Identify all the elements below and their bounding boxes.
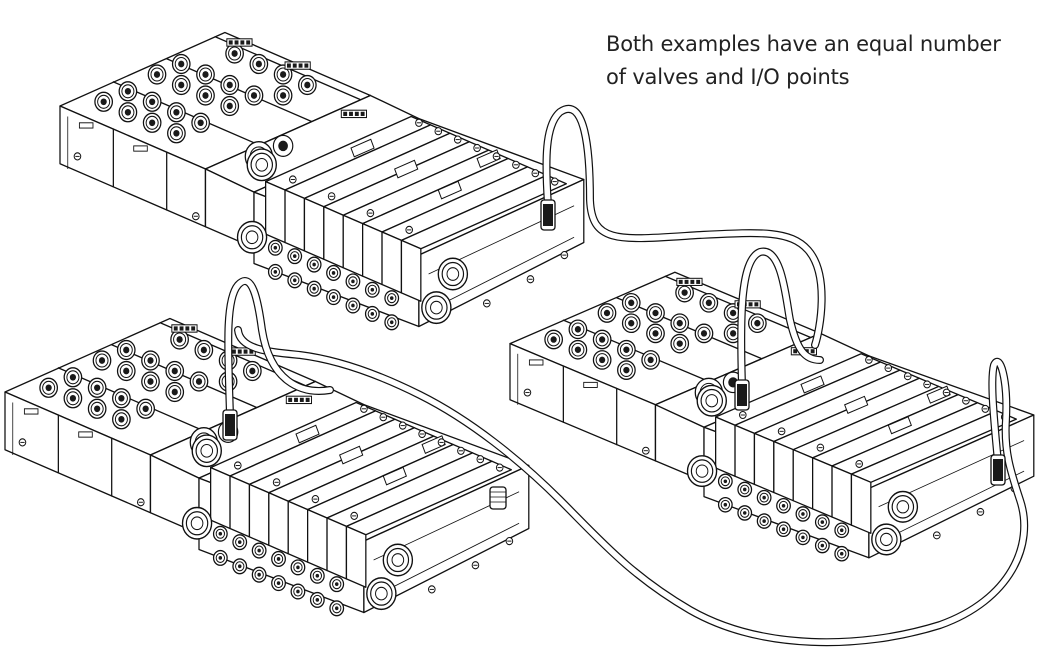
caption-line-2: of valves and I/O points <box>606 65 850 89</box>
valve-manifold-bottom-left <box>5 319 529 616</box>
loop-cable-right <box>734 247 824 411</box>
daisy-chain-cable-right-to-left <box>234 326 1029 647</box>
valve-manifold-bottom-right <box>510 272 1034 561</box>
caption-line-1: Both examples have an equal number <box>606 32 1001 56</box>
terminator-plug <box>489 486 507 510</box>
loop-cable-left <box>222 277 334 441</box>
caption: Both examples have an equal number of va… <box>606 28 1044 94</box>
valve-manifold-top <box>60 33 584 330</box>
daisy-chain-cable-top-to-right <box>540 105 826 349</box>
